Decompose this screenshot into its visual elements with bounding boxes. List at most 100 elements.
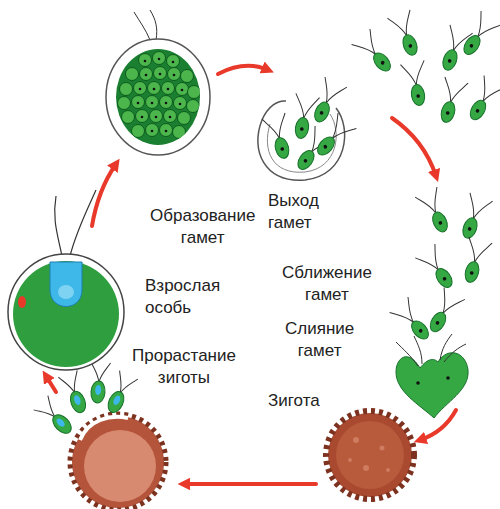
zygote-part (336, 421, 404, 489)
germinating-zygote-part (70, 414, 166, 509)
gamete-forming-cell-part-part (118, 97, 131, 110)
stage-label: Зигота (268, 390, 320, 412)
gamete-forming-cell-part-part (172, 61, 175, 64)
gamete-release-cell-part (307, 77, 347, 127)
free-gametes-part (387, 10, 424, 59)
gamete-forming-cell-part-part (144, 60, 147, 63)
approaching-gametes-part (415, 187, 455, 237)
gamete-forming-cell-part (106, 39, 210, 155)
fusing-gametes-part (416, 381, 420, 385)
cycle-arrows-part (420, 410, 456, 440)
gamete-forming-cell (106, 10, 210, 155)
zygote-part-part (380, 446, 385, 451)
gamete-forming-cell-part-part (132, 96, 145, 109)
germinating-zygote-part (58, 370, 91, 415)
free-gametes (352, 10, 500, 125)
gamete-forming-cell-part-part (187, 100, 200, 113)
gamete-forming-cell-part-part (150, 110, 163, 123)
zygote-part-part (353, 437, 359, 443)
zygote-part-part (386, 468, 390, 472)
fusing-gametes-part (422, 287, 465, 337)
stage-label: Слияние гамет (285, 318, 354, 362)
approaching-gametes (415, 187, 492, 293)
germinating-zygote-part (87, 361, 110, 404)
gamete-forming-cell-part (116, 49, 200, 145)
gamete-forming-cell-part-part (169, 116, 172, 119)
adult-cell-part (18, 296, 26, 308)
gamete-forming-cell-part-part (181, 70, 194, 83)
gamete-forming-cell-part-part (188, 86, 201, 99)
fusing-gametes (390, 287, 469, 418)
approaching-gametes-part (455, 193, 492, 242)
free-gametes-part (456, 11, 500, 60)
germinating-zygote-part (102, 371, 137, 417)
zygote-part-part (363, 465, 369, 471)
free-gametes-part (352, 29, 398, 78)
free-gametes-part (400, 60, 431, 107)
approaching-gametes-part (458, 237, 492, 285)
fusing-gametes-part (446, 376, 450, 380)
gamete-forming-cell-part-part (141, 116, 144, 119)
fusing-gametes-part (444, 344, 466, 362)
germinating-zygote (34, 361, 166, 509)
gamete-forming-cell-part-part (148, 82, 161, 95)
gamete-forming-cell-part-part (159, 73, 162, 76)
stage-label: Выход гамет (268, 190, 319, 234)
fusing-gametes-part (390, 297, 436, 346)
gamete-forming-cell-part-part (120, 83, 133, 96)
gamete-release-cell (258, 77, 357, 180)
gamete-forming-cell-part-part (154, 67, 167, 80)
germinating-zygote-part (80, 417, 128, 440)
adult-cell-part (55, 196, 62, 256)
gamete-forming-cell-part-part (136, 110, 149, 123)
germinating-zygote-part (34, 396, 77, 439)
gamete-forming-cell-part (118, 52, 201, 139)
cycle-arrows-part (92, 164, 116, 226)
stage-label: Взрослая особь (145, 275, 220, 319)
gamete-forming-cell-part-part (168, 68, 181, 81)
gamete-forming-cell-part-part (153, 88, 156, 91)
gamete-forming-cell-part-part (178, 112, 191, 125)
adult-cell-part (50, 262, 82, 307)
gamete-forming-cell-part-part (140, 68, 153, 81)
adult-cell-part (58, 285, 74, 299)
fusing-gametes-part (414, 336, 422, 364)
gamete-forming-cell-part-part (167, 55, 180, 68)
zygote-part-part (348, 458, 352, 462)
cycle-arrows (46, 66, 456, 484)
gamete-forming-cell-part-part (155, 116, 158, 119)
gamete-forming-cell-part-part (167, 88, 170, 91)
gamete-forming-cell-part-part (174, 97, 187, 110)
gamete-forming-cell-part-part (162, 82, 175, 95)
gamete-forming-cell-part-part (160, 96, 173, 109)
gamete-forming-cell-part-part (164, 110, 177, 123)
gamete-forming-cell-part-part (173, 126, 186, 139)
gamete-release-cell-part (310, 113, 356, 162)
stage-label: Образование гамет (150, 205, 255, 249)
zygote (326, 411, 414, 499)
adult-cell-part (13, 261, 119, 367)
gamete-forming-cell-part-part (139, 54, 152, 67)
gamete-forming-cell-part-part (179, 103, 182, 106)
approaching-gametes-part (415, 244, 460, 293)
gamete-forming-cell-part-part (146, 96, 159, 109)
cycle-arrows-part (184, 482, 316, 486)
gamete-forming-cell-part-part (181, 89, 184, 92)
gamete-forming-cell-part-part (122, 111, 135, 124)
cycle-arrows-part (46, 376, 56, 392)
germinating-zygote-part (84, 430, 156, 502)
zygote-part (348, 437, 390, 472)
gamete-forming-cell-part-part (165, 130, 168, 133)
gamete-release-cell-part (262, 113, 296, 161)
stage-label: Прорастание зиготы (132, 345, 236, 389)
zygote-part (326, 411, 414, 499)
gamete-forming-cell-part-part (137, 102, 140, 105)
gamete-forming-cell-part-part (145, 74, 148, 77)
gamete-forming-cell-part-part (151, 130, 154, 133)
stage-label: Сближение гамет (282, 262, 372, 306)
cycle-arrows-part (218, 66, 268, 74)
gamete-forming-cell-part-part (165, 102, 168, 105)
gamete-forming-cell-part-part (126, 68, 139, 81)
